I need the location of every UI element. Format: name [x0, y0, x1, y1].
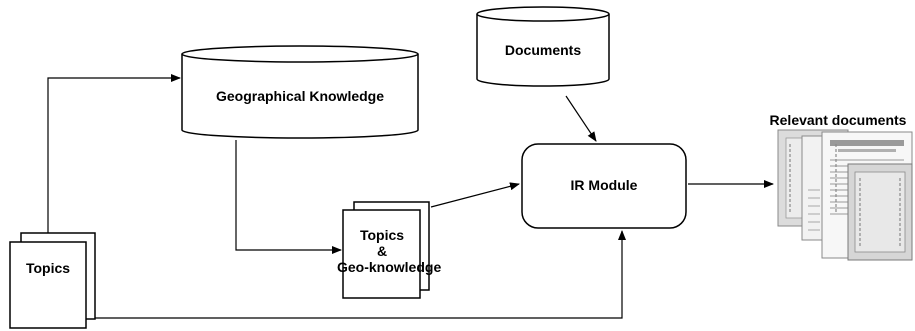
arrow-topics-to-geo: [47, 74, 181, 233]
arrow-topics-to-ir: [95, 230, 626, 319]
topics-input-label: Topics: [25, 260, 71, 276]
relevant-documents-label: Relevant documents: [769, 112, 907, 128]
arrow-documents-to-ir: [565, 95, 597, 142]
relevant-documents-image: [777, 129, 913, 261]
ir-module-box: [521, 143, 687, 229]
geographical-knowledge-label: Geographical Knowledge: [215, 88, 385, 104]
ir-module-label: IR Module: [570, 177, 638, 193]
geographical-knowledge-cylinder: [181, 45, 419, 139]
connectors: [47, 74, 774, 319]
documents-cylinder: [476, 6, 610, 87]
topics-geo-label-line3: Geo-knowledge: [337, 259, 442, 275]
documents-label: Documents: [504, 42, 582, 58]
topics-geo-document-stack: [342, 201, 430, 299]
arrow-geo-to-topics-geo: [235, 140, 342, 254]
arrow-topics-geo-to-ir: [430, 182, 520, 208]
topics-document-stack: [9, 232, 96, 329]
topics-geo-label-line1: Topics: [359, 227, 405, 243]
topics-geo-label-line2: &: [376, 243, 388, 259]
